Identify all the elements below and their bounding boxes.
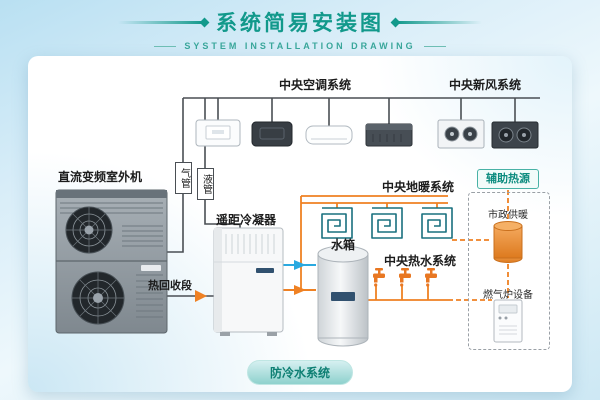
aux-heat-title: 辅助热源	[477, 169, 539, 189]
label-heat-recovery: 热回收段	[148, 280, 192, 292]
label-fresh-air-system: 中央新风系统	[449, 78, 522, 92]
pipes-layer	[167, 97, 540, 297]
flow-lines	[195, 260, 316, 302]
label-municipal-heating: 市政供暖	[488, 210, 528, 221]
gas-pipe-tag: 气管	[175, 162, 192, 194]
condenser-unit	[213, 227, 284, 336]
label-central-ac-system: 中央空调系统	[279, 78, 352, 92]
header: 系统简易安装图 SYSTEM INSTALLATION DRAWING	[0, 7, 600, 51]
gas-boiler	[493, 299, 523, 343]
floor-coils	[321, 207, 453, 239]
ac-duct-unit	[365, 123, 413, 147]
title-deco-right	[396, 20, 482, 24]
fan-icon-bottom	[71, 271, 125, 325]
water-tank	[317, 245, 369, 347]
page-subtitle: SYSTEM INSTALLATION DRAWING	[184, 41, 416, 51]
aux-heat-box	[468, 192, 550, 350]
floor-coil-1	[321, 207, 353, 239]
ac-cassette-dark	[251, 121, 293, 147]
fan-icon-top	[65, 206, 113, 254]
faucet-icon-3	[425, 268, 437, 287]
flow-arrow-hot	[294, 285, 306, 295]
label-gas-furnace: 燃气炉设备	[483, 290, 533, 301]
label-floor-heating-system: 中央地暖系统	[382, 180, 455, 194]
liquid-pipe-tag: 液管	[197, 168, 214, 200]
floor-coil-3	[421, 207, 453, 239]
label-outdoor-unit: 直流变频室外机	[58, 170, 143, 184]
heat-recovery-arrow	[195, 290, 207, 302]
label-condenser: 遥距冷凝器	[216, 213, 277, 227]
title-deco-left	[118, 20, 204, 24]
label-water-tank: 水箱	[331, 238, 356, 252]
faucet-icons	[373, 268, 437, 287]
aux-tank	[493, 221, 523, 263]
hot-water-pipes	[300, 190, 509, 301]
anti-cold-badge: 防冷水系统	[246, 360, 354, 385]
fresh-air-unit-2	[491, 121, 539, 149]
label-hot-water-system: 中央热水系统	[384, 254, 457, 268]
ac-wall-unit	[305, 125, 353, 145]
subtitle-dash-left	[154, 45, 177, 47]
floor-coil-2	[371, 207, 403, 239]
faucet-icon-2	[399, 268, 411, 287]
fresh-air-unit-1	[437, 119, 485, 149]
page-title: 系统简易安装图	[216, 12, 384, 35]
faucet-icon-1	[373, 268, 385, 287]
flow-arrow-cold	[294, 260, 306, 270]
ac-cassette-white	[195, 119, 241, 147]
subtitle-dash-right	[423, 45, 446, 47]
outdoor-unit	[55, 189, 168, 334]
